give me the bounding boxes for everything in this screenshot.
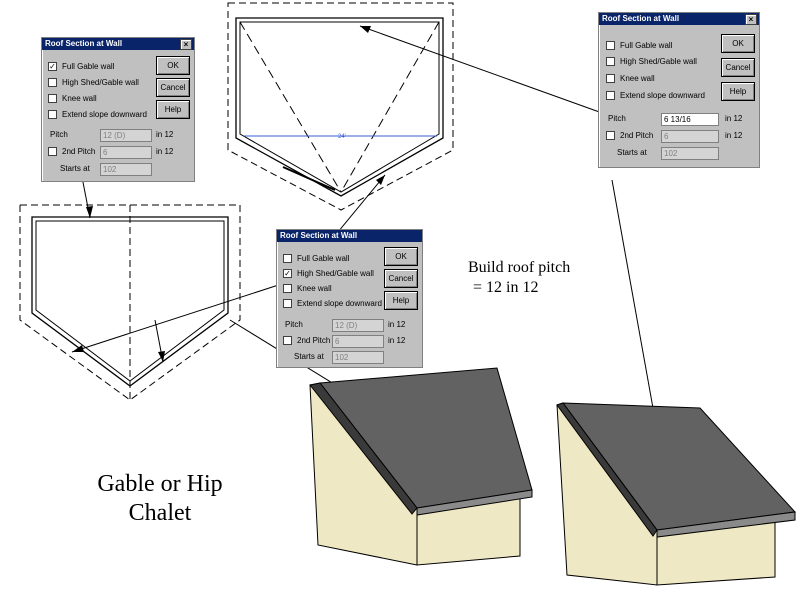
checkbox-checked-icon[interactable]: ✓ — [48, 62, 57, 72]
option-label: Knee wall — [620, 74, 655, 83]
checkbox-icon[interactable] — [48, 110, 57, 120]
option-label: Full Gable wall — [620, 41, 673, 50]
help-button[interactable]: Help — [721, 82, 755, 101]
option-knee-wall[interactable]: Knee wall — [283, 283, 332, 295]
option-high-shed-gable-wall[interactable]: High Shed/Gable wall — [606, 56, 697, 68]
pitch-caption-line-2: = 12 in 12 — [473, 279, 539, 296]
option-extend-slope[interactable]: Extend slope downward — [283, 298, 382, 310]
option-high-shed-gable-wall[interactable]: High Shed/Gable wall — [48, 77, 139, 89]
option-label: Full Gable wall — [297, 254, 350, 263]
pitch-field[interactable]: 6 13/16 — [661, 113, 719, 126]
starts-at-field[interactable]: 102 — [332, 351, 384, 364]
option-knee-wall[interactable]: Knee wall — [48, 93, 97, 105]
option-label: Extend slope downward — [297, 299, 382, 308]
style-caption-line-2: Chalet — [128, 500, 192, 526]
ok-button[interactable]: OK — [156, 56, 190, 75]
pitch-label: Pitch — [50, 130, 68, 139]
top-floor-plan — [227, 2, 454, 211]
option-label: High Shed/Gable wall — [62, 78, 139, 87]
second-pitch-option[interactable]: 2nd Pitch — [283, 335, 330, 347]
pitch-unit: in 12 — [388, 320, 406, 329]
dialog-title: Roof Section at Wall — [602, 14, 680, 23]
second-pitch-unit: in 12 — [725, 131, 743, 140]
pitch-caption: Build roof pitch = 12 in 12 — [468, 258, 570, 298]
second-pitch-label: 2nd Pitch — [297, 336, 331, 345]
roof-section-dialog-full-gable: Roof Section at Wall × ✓Full Gable wall … — [41, 37, 195, 182]
second-pitch-field[interactable]: 6 — [332, 335, 384, 348]
pitch-unit: in 12 — [725, 114, 743, 123]
cancel-button[interactable]: Cancel — [384, 269, 418, 288]
option-knee-wall[interactable]: Knee wall — [606, 73, 655, 85]
help-button[interactable]: Help — [384, 291, 418, 310]
pitch-caption-line-1: Build roof pitch — [468, 259, 571, 276]
starts-at-label: Starts at — [60, 164, 90, 173]
pitch-unit: in 12 — [156, 130, 174, 139]
second-pitch-label: 2nd Pitch — [62, 147, 96, 156]
option-label: High Shed/Gable wall — [620, 57, 697, 66]
starts-at-field[interactable]: 102 — [100, 163, 152, 176]
option-extend-slope[interactable]: Extend slope downward — [606, 90, 705, 102]
checkbox-icon[interactable] — [606, 74, 615, 84]
cancel-button[interactable]: Cancel — [156, 78, 190, 97]
roof-section-dialog-high-shed: Roof Section at Wall Full Gable wall ✓ Hi… — [276, 229, 423, 368]
checkbox-icon[interactable] — [606, 131, 615, 141]
checkbox-icon[interactable] — [48, 147, 57, 157]
left-floor-plan — [19, 204, 241, 401]
style-caption: Gable or Hip Chalet — [80, 470, 240, 528]
option-label: Extend slope downward — [620, 91, 705, 100]
option-label: High Shed/Gable wall — [297, 269, 374, 278]
checkbox-checked-icon[interactable]: ✓ — [283, 269, 292, 279]
chalet-model-right — [556, 402, 797, 586]
pitch-label: Pitch — [285, 320, 303, 329]
dialog-title: Roof Section at Wall — [45, 39, 123, 48]
checkbox-icon[interactable] — [606, 91, 615, 101]
close-icon[interactable]: × — [180, 39, 192, 50]
checkbox-icon[interactable] — [283, 254, 292, 264]
dialog-title-bar: Roof Section at Wall — [277, 230, 422, 242]
option-label: Knee wall — [297, 284, 332, 293]
second-pitch-option[interactable]: 2nd Pitch — [606, 130, 653, 142]
second-pitch-option[interactable]: 2nd Pitch — [48, 146, 95, 158]
style-caption-line-1: Gable or Hip — [97, 471, 223, 497]
roof-section-dialog-pitch: Roof Section at Wall × Full Gable wall H… — [598, 12, 760, 168]
second-pitch-field[interactable]: 6 — [100, 146, 152, 159]
dialog-title-bar: Roof Section at Wall × — [42, 38, 194, 50]
second-pitch-unit: in 12 — [156, 147, 174, 156]
ok-button[interactable]: OK — [721, 34, 755, 53]
pitch-field[interactable]: 12 (D) — [100, 129, 152, 142]
option-label: Extend slope downward — [62, 110, 147, 119]
checkbox-icon[interactable] — [606, 57, 615, 67]
checkbox-icon[interactable] — [283, 299, 292, 309]
ok-button[interactable]: OK — [384, 247, 418, 266]
option-extend-slope[interactable]: Extend slope downward — [48, 109, 147, 121]
close-icon[interactable]: × — [745, 14, 757, 25]
checkbox-icon[interactable] — [606, 41, 615, 51]
option-label: Knee wall — [62, 94, 97, 103]
starts-at-field[interactable]: 102 — [661, 147, 719, 160]
option-full-gable-wall[interactable]: Full Gable wall — [606, 40, 672, 52]
option-full-gable-wall[interactable]: Full Gable wall — [283, 253, 349, 265]
option-full-gable-wall[interactable]: ✓ Full Gable wall — [48, 61, 114, 73]
second-pitch-field[interactable]: 6 — [661, 130, 719, 143]
chalet-model-left — [309, 367, 533, 566]
option-high-shed-gable-wall[interactable]: ✓ High Shed/Gable wall — [283, 268, 374, 280]
checkbox-icon[interactable] — [48, 78, 57, 88]
cancel-button[interactable]: Cancel — [721, 58, 755, 77]
starts-at-label: Starts at — [617, 148, 647, 157]
starts-at-label: Starts at — [294, 352, 324, 361]
pitch-label: Pitch — [608, 114, 626, 123]
dialog-title: Roof Section at Wall — [280, 231, 358, 240]
second-pitch-unit: in 12 — [388, 336, 406, 345]
dialog-title-bar: Roof Section at Wall × — [599, 13, 759, 25]
second-pitch-label: 2nd Pitch — [620, 131, 654, 140]
checkbox-icon[interactable] — [283, 284, 292, 294]
checkbox-icon[interactable] — [48, 94, 57, 104]
option-label: Full Gable wall — [62, 62, 115, 71]
pitch-field[interactable]: 12 (D) — [332, 319, 384, 332]
help-button[interactable]: Help — [156, 100, 190, 119]
checkbox-icon[interactable] — [283, 336, 292, 346]
plan-dimension-label: 24' — [338, 134, 346, 140]
